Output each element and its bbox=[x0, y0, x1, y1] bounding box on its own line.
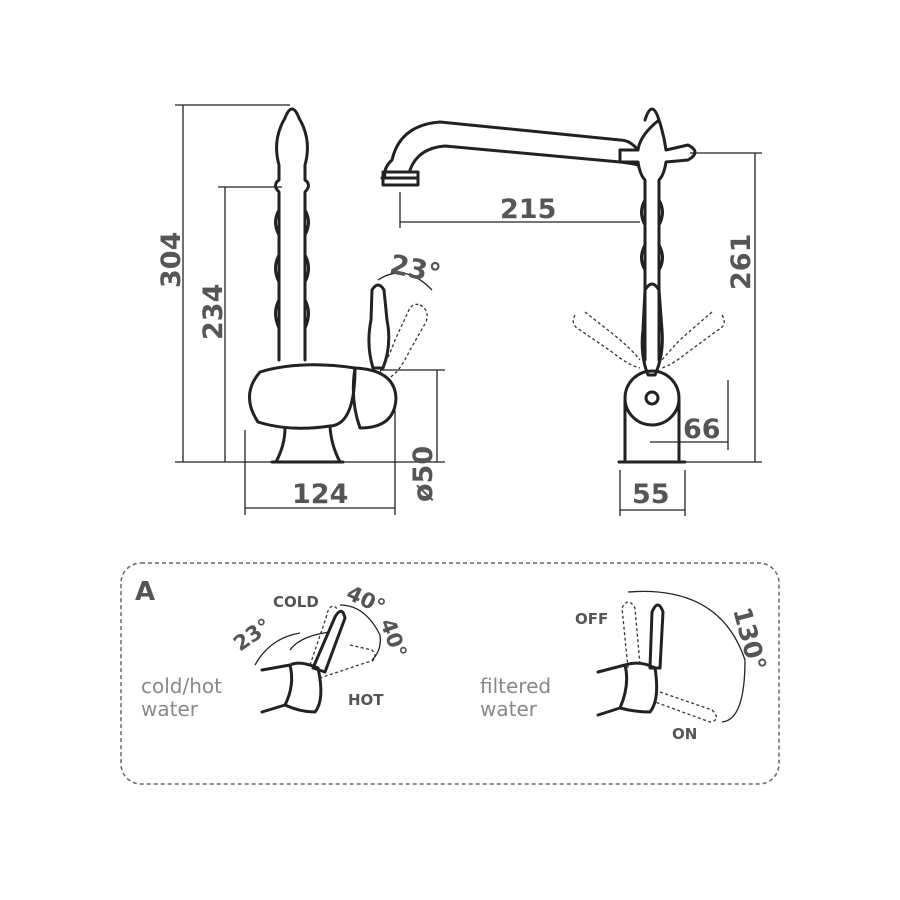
angle-tilt: 23° bbox=[229, 614, 275, 656]
detail-panel-a: A COLD HOT 23° 40° 40° cold/hot water OF… bbox=[120, 562, 780, 785]
mixer-lever-detail: COLD HOT 23° 40° 40° cold/hot water bbox=[141, 581, 411, 721]
dim-lever-angle: 23° bbox=[387, 249, 443, 290]
angle-filter: 130° bbox=[727, 604, 772, 674]
filter-caption-line1: filtered bbox=[480, 674, 551, 698]
mixer-caption-line2: water bbox=[141, 697, 199, 721]
off-label: OFF bbox=[575, 610, 608, 628]
on-label: ON bbox=[672, 725, 697, 743]
dim-spout-reach: 215 bbox=[500, 194, 556, 225]
faucet-side-view bbox=[248, 107, 428, 464]
angle-cold: 40° bbox=[343, 581, 389, 620]
side-view-dimensions: 304 234 124 ø50 23° bbox=[156, 104, 445, 515]
panel-label: A bbox=[135, 577, 155, 607]
dim-base-diameter: ø50 bbox=[408, 446, 439, 502]
dim-spout-height: 234 bbox=[198, 284, 229, 340]
filter-caption-line2: water bbox=[480, 697, 538, 721]
cold-label: COLD bbox=[273, 593, 319, 611]
hot-label: HOT bbox=[348, 691, 384, 709]
dim-base-width: 55 bbox=[632, 479, 670, 510]
dim-side-height: 261 bbox=[726, 234, 757, 290]
dim-handle-offset: 66 bbox=[683, 414, 721, 445]
mixer-caption-line1: cold/hot bbox=[141, 674, 222, 698]
filter-lever-detail: OFF ON 130° filtered water bbox=[480, 590, 772, 743]
dim-total-height: 304 bbox=[156, 232, 187, 288]
front-view-dimensions: 215 261 66 55 bbox=[399, 152, 762, 516]
dim-base-depth: 124 bbox=[292, 479, 348, 510]
angle-hot: 40° bbox=[375, 616, 411, 662]
